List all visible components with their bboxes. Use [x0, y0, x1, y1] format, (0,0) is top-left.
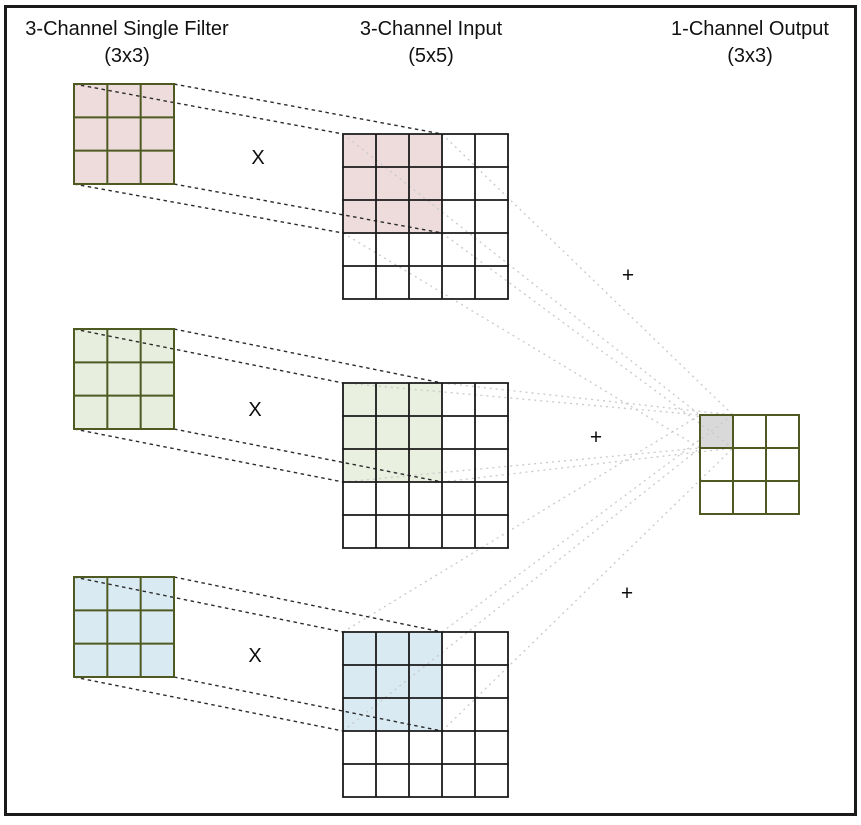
filter-fill-2 — [74, 329, 174, 429]
output-highlight-cell — [700, 415, 733, 448]
header-filter: 3-Channel Single Filter (3x3) — [7, 16, 247, 70]
plus-symbol-2: + — [589, 426, 603, 449]
projection-lines-2 — [342, 382, 734, 483]
connector-line — [441, 447, 734, 732]
filter-grid-3 — [73, 576, 175, 678]
connector-line — [441, 133, 734, 416]
input-highlight-region-2 — [343, 383, 442, 482]
input-highlight-region-3 — [343, 632, 442, 731]
header-output-size: (3x3) — [727, 45, 773, 67]
header-filter-title: 3-Channel Single Filter — [25, 18, 229, 40]
filter-fill-1 — [74, 84, 174, 184]
input-grid-2 — [342, 382, 509, 549]
connector-line — [73, 676, 344, 732]
connector-line — [73, 183, 344, 234]
output-grid — [699, 414, 800, 515]
filter-grid-2 — [73, 328, 175, 430]
plus-symbol-1: + — [621, 264, 635, 287]
header-output: 1-Channel Output (3x3) — [630, 16, 861, 70]
input-highlight-region-1 — [343, 134, 442, 233]
connector-line — [342, 447, 701, 732]
connector-line — [173, 183, 443, 234]
connector-line — [73, 428, 344, 483]
header-output-title: 1-Channel Output — [671, 18, 829, 40]
multiply-symbol-3: X — [248, 645, 262, 667]
header-input-size: (5x5) — [408, 45, 454, 67]
projection-lines-3 — [342, 414, 734, 732]
connector-line — [441, 414, 734, 633]
filter-fill-3 — [74, 577, 174, 677]
grid-fills — [74, 84, 733, 731]
connector-line — [441, 232, 734, 449]
connector-line — [441, 447, 734, 483]
connector-line — [342, 414, 701, 633]
filter-grid-1 — [73, 83, 175, 185]
input-grid-3 — [342, 631, 509, 798]
connector-line — [441, 382, 734, 416]
multiply-symbol-1: X — [251, 147, 265, 169]
projection-lines-1 — [342, 133, 734, 449]
connector-line — [173, 328, 443, 384]
input-grid-1 — [342, 133, 509, 300]
header-filter-size: (3x3) — [104, 45, 150, 67]
header-input-title: 3-Channel Input — [359, 18, 503, 40]
multiply-symbol-2: X — [248, 399, 262, 421]
connector-line — [173, 83, 443, 135]
plus-symbol-3: + — [620, 582, 634, 605]
connector-line — [342, 133, 701, 416]
filter-mapping-lines-1 — [73, 83, 443, 234]
connector-line — [173, 576, 443, 633]
header-input: 3-Channel Input (5x5) — [311, 16, 551, 70]
